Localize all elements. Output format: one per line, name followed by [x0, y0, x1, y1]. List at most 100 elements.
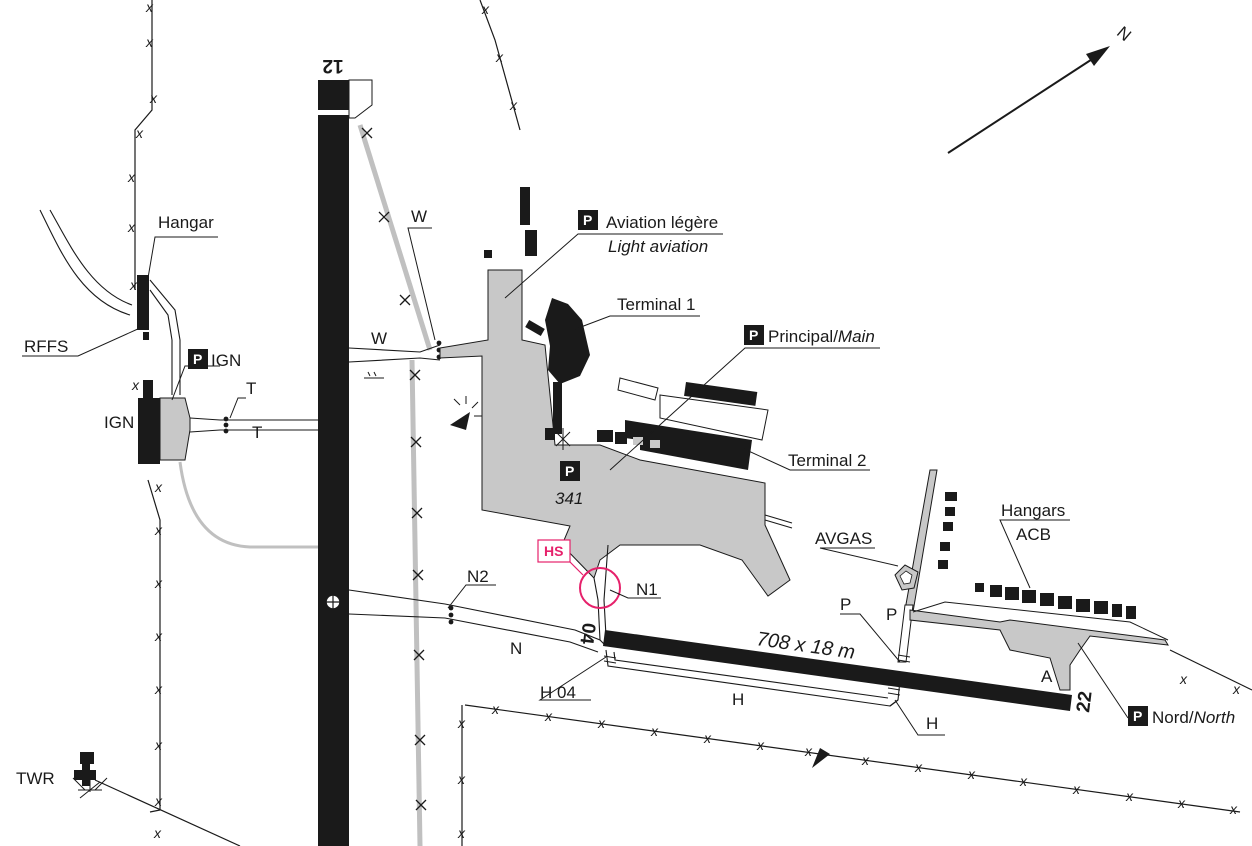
- fence-x-mark: x: [756, 737, 765, 753]
- apron-service-road: [764, 519, 793, 529]
- label-twr: TWR: [16, 769, 55, 788]
- north-arrow: N: [947, 23, 1135, 154]
- terminal-1-pier: [553, 382, 562, 434]
- fence-x-mark: x: [1232, 681, 1241, 697]
- label-twy-w-top: W: [411, 207, 427, 226]
- label-terminal-2: Terminal 2: [788, 451, 866, 470]
- label-twy-t-bottom: T: [252, 423, 262, 442]
- fence-x-mark: x: [154, 737, 163, 753]
- terminal-2-gate: [615, 432, 627, 444]
- taxiway-h: [605, 649, 901, 707]
- label-p-lower: P: [886, 605, 897, 624]
- control-tower-icon: [72, 752, 108, 799]
- terminal-2-notch: [650, 440, 660, 448]
- fence-markers: x x x x x x x x x x x x x x x x x x x x …: [127, 0, 1241, 841]
- fence-x-mark: x: [1125, 788, 1134, 804]
- terminal-1-building: [545, 298, 590, 384]
- map-text: Principal/: [768, 327, 838, 346]
- fence-x-mark: x: [154, 793, 163, 809]
- map-text: P: [583, 212, 592, 228]
- label-light-aviation-en: Light aviation: [608, 237, 708, 256]
- hotspot-label: HS: [544, 543, 563, 559]
- hotspot-circle: [579, 567, 621, 609]
- label-acb: ACB: [1016, 525, 1051, 544]
- fence-x-mark: x: [457, 715, 466, 731]
- label-hangar: Hangar: [158, 213, 214, 232]
- label-twy-t-top: T: [246, 379, 256, 398]
- label-principal: Principal/Main: [768, 327, 875, 346]
- fence-x-mark: x: [1179, 671, 1188, 687]
- gray-service-road: [178, 461, 318, 549]
- fence-x-mark: x: [703, 730, 712, 746]
- fence-x-mark: x: [544, 708, 553, 724]
- map-text: P: [565, 463, 574, 479]
- label-n2: N2: [467, 567, 489, 586]
- map-text: P: [193, 351, 202, 367]
- ign-building-small: [143, 380, 153, 398]
- fence-x-mark: x: [127, 169, 136, 185]
- runway-designator-22: 22: [1073, 690, 1096, 714]
- fence-x-mark: x: [154, 628, 163, 644]
- fence-x-mark: x: [145, 0, 154, 15]
- fence-x-mark: x: [154, 575, 163, 591]
- grass-strip-line: [357, 124, 433, 351]
- aerodrome-reference-point: [324, 593, 342, 611]
- taxiway-n: [348, 544, 609, 653]
- runway-designator-12: 12: [322, 55, 343, 76]
- parking-badge-north: P: [1128, 706, 1148, 726]
- fence-x-mark: x: [154, 479, 163, 495]
- fence-x-mark: x: [1177, 795, 1186, 811]
- label-ign-parking: IGN: [211, 351, 241, 370]
- fence-x-mark: x: [149, 90, 158, 106]
- label-avgas: AVGAS: [815, 529, 872, 548]
- taxiway-t-holding-points: [223, 416, 229, 434]
- fence-x-mark: x: [457, 825, 466, 841]
- terminal-2-building: [625, 420, 752, 470]
- fence-x-mark: x: [491, 701, 500, 717]
- fence-x-mark: x: [914, 759, 923, 775]
- west-taxiway-link: [149, 279, 181, 395]
- fence-x-mark: x: [597, 715, 606, 731]
- west-road: [39, 209, 133, 316]
- terminal-2-outline-2: [659, 394, 769, 441]
- label-terminal-1: Terminal 1: [617, 295, 695, 314]
- label-h-right: H: [926, 714, 938, 733]
- terminal-1-annex: [545, 428, 555, 440]
- leader-lines: [22, 227, 1129, 736]
- fence-x-mark: x: [131, 377, 140, 393]
- fence-x-mark: x: [967, 766, 976, 782]
- fence-x-mark: x: [804, 743, 813, 759]
- label-stand: 341: [555, 489, 583, 508]
- rffs-building: [143, 332, 149, 340]
- parking-badge-main: P: [744, 325, 764, 345]
- fence-x-mark: x: [127, 219, 136, 235]
- fence-x-mark: x: [509, 97, 518, 113]
- label-rffs: RFFS: [24, 337, 68, 356]
- fence-x-mark: x: [1019, 773, 1028, 789]
- apron-service-road-2: [764, 514, 793, 524]
- map-text: North: [1194, 708, 1236, 727]
- map-text: P: [1133, 708, 1142, 724]
- runway-designator-04: 04: [575, 622, 598, 646]
- label-a: A: [1041, 667, 1053, 686]
- terminal-2-parking-building: [684, 382, 758, 406]
- runway-12-30: [318, 80, 349, 846]
- fence-x-mark: x: [1072, 781, 1081, 797]
- acb-hangars: [938, 492, 1136, 619]
- terminal-2-notch: [633, 437, 643, 445]
- label-north-parking: Nord/North: [1152, 708, 1235, 727]
- north-label: N: [1113, 23, 1135, 45]
- fence-x-mark: x: [650, 723, 659, 739]
- strip-crosses: [361, 127, 427, 811]
- label-twy-w-left: W: [371, 329, 387, 348]
- terminal-2-outline: [617, 377, 659, 401]
- fence-x-mark: x: [457, 771, 466, 787]
- fence-x-mark: x: [861, 752, 870, 768]
- fence-x-mark: x: [495, 49, 504, 65]
- fence-x-mark: x: [481, 1, 490, 17]
- taxiway-w: [348, 344, 441, 363]
- north-apron: [909, 609, 1169, 691]
- label-h04: H 04: [540, 683, 576, 702]
- taxiway-t: [189, 417, 318, 433]
- fence-x-mark: x: [154, 522, 163, 538]
